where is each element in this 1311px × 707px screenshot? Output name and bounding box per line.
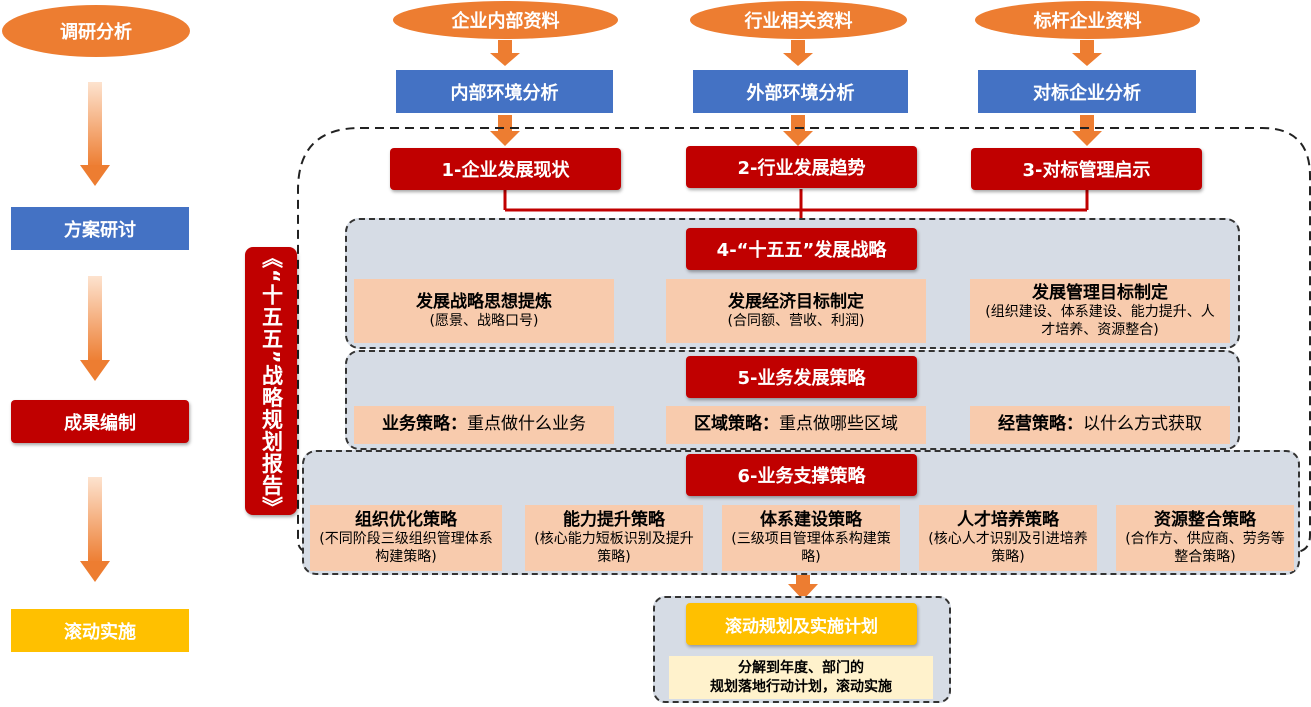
box-subtitle: (核心人才识别及引进培养策略): [928, 531, 1088, 565]
section6-box-organization: 组织优化策略 (不同阶段三级组织管理体系构建策略): [310, 505, 502, 571]
section6-title: 6-业务支撑策略: [686, 454, 917, 496]
source-arrows: [490, 40, 1102, 66]
stage-label: 3-对标管理启示: [1022, 160, 1151, 181]
section6-box-capability: 能力提升策略 (核心能力短板识别及提升策略): [525, 505, 703, 571]
box-text: 以什么方式获取: [1083, 414, 1202, 435]
box-title: 组织优化策略: [355, 509, 457, 530]
side-report-text: 《“十五五”战略规划报告》: [259, 247, 284, 519]
left-arrow-1: [80, 82, 110, 186]
stage-company-status: 1-企业发展现状: [390, 148, 621, 190]
section5-box-region: 区域策略：重点做哪些区域: [666, 406, 926, 444]
box-subtitle: (合同额、营收、利润): [727, 312, 865, 329]
stage-industry-trend: 2-行业发展趋势: [686, 146, 917, 188]
analysis-benchmark: 对标企业分析: [978, 70, 1196, 113]
section4-box-management-goals: 发展管理目标制定 (组织建设、体系建设、能力提升、人才培养、资源整合): [970, 279, 1230, 343]
box-subtitle: (核心能力短板识别及提升策略): [534, 531, 694, 565]
source-internal: 企业内部资料: [393, 1, 618, 39]
implementation-arrow: [788, 572, 818, 600]
left-arrow-3: [80, 477, 110, 582]
source-label: 行业相关资料: [744, 11, 853, 32]
stage-benchmark-insight: 3-对标管理启示: [971, 148, 1202, 190]
stage-label: 1-企业发展现状: [441, 160, 570, 181]
source-label: 标杆企业资料: [1033, 11, 1142, 32]
implementation-detail: 分解到年度、部门的 规划落地行动计划，滚动实施: [669, 656, 933, 699]
section5-box-operation: 经营策略：以什么方式获取: [970, 406, 1230, 444]
section4-title: 4-“十五五”发展战略: [686, 228, 917, 270]
source-benchmark: 标杆企业资料: [975, 1, 1200, 39]
box-label: 区域策略：: [694, 414, 779, 435]
section-title-text: 6-业务支撑策略: [737, 466, 866, 487]
box-title: 发展经济目标制定: [728, 291, 864, 312]
left-arrow-2: [80, 276, 110, 381]
section6-box-system: 体系建设策略 (三级项目管理体系构建策略): [722, 505, 900, 571]
section6-box-talent: 人才培养策略 (核心人才识别及引进培养策略): [919, 505, 1097, 571]
stage1-connectors: [503, 189, 1089, 220]
box-label: 业务策略：: [382, 414, 467, 435]
source-label: 企业内部资料: [451, 11, 560, 32]
section4-box-economic-goals: 发展经济目标制定 (合同额、营收、利润): [666, 279, 926, 343]
analysis-external: 外部环境分析: [693, 70, 908, 113]
box-subtitle: (不同阶段三级组织管理体系构建策略): [319, 531, 493, 565]
source-industry: 行业相关资料: [690, 1, 907, 39]
box-subtitle: (愿景、战略口号): [429, 312, 539, 329]
implementation-line: 规划落地行动计划，滚动实施: [710, 678, 892, 695]
implementation-title: 滚动规划及实施计划: [686, 603, 917, 645]
step-deliverable-compilation: 成果编制: [11, 400, 189, 443]
box-title: 发展管理目标制定: [1032, 282, 1168, 303]
analysis-internal: 内部环境分析: [396, 70, 613, 113]
step-plan-discussion: 方案研讨: [11, 207, 189, 250]
box-text: 重点做哪些区域: [779, 414, 898, 435]
section5-title: 5-业务发展策略: [686, 356, 917, 398]
box-subtitle: (组织建设、体系建设、能力提升、人才培养、资源整合): [985, 304, 1215, 338]
box-title: 能力提升策略: [563, 509, 665, 530]
step-research-analysis: 调研分析: [2, 5, 190, 57]
box-title: 体系建设策略: [760, 509, 862, 530]
box-text: 重点做什么业务: [467, 414, 586, 435]
section4-box-ideology: 发展战略思想提炼 (愿景、战略口号): [354, 279, 614, 343]
box-title: 发展战略思想提炼: [416, 291, 552, 312]
step-rolling-implementation: 滚动实施: [11, 609, 189, 652]
analysis-label: 外部环境分析: [746, 82, 855, 104]
section-title-text: 5-业务发展策略: [737, 368, 866, 389]
stage-label: 2-行业发展趋势: [737, 158, 866, 179]
step-label: 成果编制: [64, 412, 136, 434]
outer-dashed-frame: [297, 127, 1311, 553]
section6-box-resources: 资源整合策略 (合作方、供应商、劳务等整合策略): [1116, 505, 1294, 571]
box-subtitle: (合作方、供应商、劳务等整合策略): [1125, 531, 1285, 565]
section5-box-business: 业务策略：重点做什么业务: [354, 406, 614, 444]
implementation-title-text: 滚动规划及实施计划: [725, 616, 878, 637]
box-subtitle: (三级项目管理体系构建策略): [731, 531, 891, 565]
analysis-arrows: [490, 115, 1102, 146]
box-title: 人才培养策略: [957, 509, 1059, 530]
side-report-label: 《“十五五”战略规划报告》: [245, 247, 297, 519]
step-label: 滚动实施: [64, 621, 136, 643]
analysis-label: 内部环境分析: [450, 82, 559, 104]
step-label: 调研分析: [60, 22, 132, 43]
box-title: 资源整合策略: [1154, 509, 1256, 530]
box-label: 经营策略：: [998, 414, 1083, 435]
step-label: 方案研讨: [64, 219, 136, 241]
implementation-line: 分解到年度、部门的: [738, 659, 864, 676]
section-title-text: 4-“十五五”发展战略: [716, 240, 887, 261]
analysis-label: 对标企业分析: [1033, 82, 1141, 104]
